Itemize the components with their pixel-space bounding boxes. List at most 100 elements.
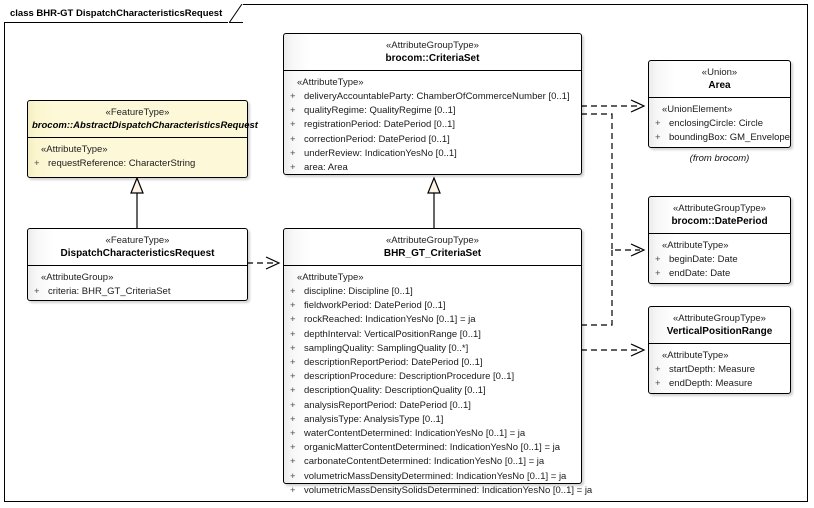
attribute-visibility: + bbox=[290, 484, 296, 496]
attribute-row: +descriptionQuality: DescriptionQuality … bbox=[290, 384, 577, 398]
attribute-visibility: + bbox=[290, 147, 296, 159]
attribute-signature: correctionPeriod: DatePeriod [0..1] bbox=[304, 133, 450, 145]
class-stereotype: «FeatureType» bbox=[105, 107, 170, 118]
class-box-abstract-dispatch-characteristics-request[interactable]: «FeatureType» brocom::AbstractDispatchCh… bbox=[27, 100, 258, 178]
attribute-signature: samplingQuality: SamplingQuality [0..*] bbox=[304, 342, 469, 354]
attribute-row: +volumetricMassDensitySolidsDetermined: … bbox=[290, 484, 592, 498]
attribute-list: + requestReference: CharacterString bbox=[34, 157, 243, 171]
attribute-row: +startDepth: Measure bbox=[655, 363, 786, 377]
attributes-compartment: «AttributeType» + deliveryAccountablePart… bbox=[284, 71, 581, 181]
attribute-row: +beginDate: Date bbox=[655, 253, 786, 267]
class-name: BHR_GT_CriteriaSet bbox=[383, 248, 482, 259]
class-stereotype: «FeatureType» bbox=[105, 235, 170, 246]
attribute-visibility: + bbox=[290, 328, 296, 340]
class-name: brocom::AbstractDispatchCharacteristicsR… bbox=[32, 120, 258, 131]
attribute-signature: deliveryAccountableParty: ChamberOfComme… bbox=[304, 91, 570, 102]
attribute-row: + criteria: BHR_GT_CriteriaSet bbox=[34, 285, 243, 299]
class-name: DispatchCharacteristicsRequest bbox=[60, 248, 215, 259]
attribute-row: +samplingQuality: SamplingQuality [0..*] bbox=[290, 342, 577, 356]
class-box-brocom-dateperiod[interactable]: «AttributeGroupType» brocom::DatePeriod … bbox=[648, 196, 791, 284]
attribute-visibility: + bbox=[290, 314, 296, 326]
diagram-title-tab-slant bbox=[229, 4, 243, 23]
attribute-row: +endDate: Date bbox=[655, 267, 786, 281]
class-box-area[interactable]: «Union» Area «UnionElement» +enclosingCi… bbox=[648, 60, 791, 148]
attribute-signature: endDate: Date bbox=[669, 268, 731, 280]
package-origin-note: (from brocom) bbox=[689, 153, 750, 164]
attribute-row: +boundingBox: GM_Envelope bbox=[655, 131, 790, 145]
attributes-compartment: «AttributeType» + discipline: Discipline … bbox=[284, 266, 592, 504]
attribute-signature: requestReference: CharacterString bbox=[48, 158, 196, 169]
attribute-visibility: + bbox=[655, 254, 661, 265]
attribute-visibility: + bbox=[290, 133, 296, 145]
class-name: VerticalPositionRange bbox=[666, 326, 773, 337]
attribute-visibility: + bbox=[290, 300, 296, 312]
attribute-row: +waterContentDetermined: IndicationYesNo… bbox=[290, 427, 577, 441]
class-header: «AttributeGroupType» brocom::DatePeriod bbox=[649, 197, 790, 234]
attribute-row: +registrationPeriod: DatePeriod [0..1] bbox=[290, 118, 577, 132]
class-stereotype: «AttributeGroupType» bbox=[386, 235, 479, 246]
class-box-bhr-gt-criteriaset[interactable]: «AttributeGroupType» BHR_GT_CriteriaSet … bbox=[283, 228, 592, 496]
attribute-row: + fieldworkPeriod: DatePeriod [0..1] bbox=[290, 299, 577, 313]
class-stereotype: «Union» bbox=[701, 67, 738, 78]
class-stereotype: «AttributeGroupType» bbox=[386, 40, 479, 51]
attribute-row: + analysisType: AnalysisType [0..1] bbox=[290, 413, 577, 427]
attribute-visibility: + bbox=[290, 413, 296, 425]
class-box-vertical-position-range[interactable]: «AttributeGroupType» VerticalPositionRan… bbox=[648, 306, 791, 394]
class-box-brocom-criteriaset[interactable]: «AttributeGroupType» brocom::CriteriaSet… bbox=[283, 33, 582, 175]
attribute-signature: analysisType: AnalysisType [0..1] bbox=[304, 413, 444, 425]
attribute-signature: descriptionProcedure: DescriptionProcedu… bbox=[304, 371, 515, 383]
attribute-visibility: + bbox=[290, 105, 296, 117]
class-header: «AttributeGroupType» brocom::CriteriaSet bbox=[284, 34, 581, 71]
attribute-row: +organicMatterContentDetermined: Indicat… bbox=[290, 441, 577, 455]
diagram-title: class BHR-GT DispatchCharacteristicsRequ… bbox=[4, 4, 229, 23]
class-header: «AttributeGroupType» VerticalPositionRan… bbox=[649, 307, 790, 344]
attribute-visibility: + bbox=[290, 470, 296, 482]
attribute-row: + requestReference: CharacterString bbox=[34, 157, 243, 171]
class-box-dispatch-characteristics-request[interactable]: «FeatureType» DispatchCharacteristicsReq… bbox=[27, 228, 248, 301]
attribute-row: + volumetricMassDensityDetermined: Indica… bbox=[290, 470, 577, 484]
attribute-signature: boundingBox: GM_Envelope bbox=[669, 132, 790, 144]
attribute-visibility: + bbox=[34, 286, 40, 297]
attribute-row: +area: Area bbox=[290, 161, 577, 175]
attribute-visibility: + bbox=[34, 158, 40, 169]
class-header: «FeatureType» DispatchCharacteristicsReq… bbox=[28, 229, 247, 266]
class-name: Area bbox=[708, 80, 731, 91]
attribute-signature: criteria: BHR_GT_CriteriaSet bbox=[48, 286, 171, 297]
attribute-signature: underReview: IndicationYesNo [0..1] bbox=[304, 147, 457, 159]
attribute-group-stereotype: «AttributeType» bbox=[41, 144, 108, 155]
attributes-compartment: «AttributeType» +beginDate: Date+endDate… bbox=[649, 234, 790, 287]
attribute-signature: endDepth: Measure bbox=[669, 378, 753, 390]
attribute-group-stereotype: «AttributeType» bbox=[662, 350, 729, 361]
class-stereotype: «AttributeGroupType» bbox=[673, 313, 766, 324]
attribute-signature: descriptionReportPeriod: DatePeriod [0..… bbox=[304, 357, 483, 369]
attribute-signature: descriptionQuality: DescriptionQuality [… bbox=[304, 385, 486, 397]
attribute-group-stereotype: «AttributeType» bbox=[662, 240, 729, 251]
attribute-list: + criteria: BHR_GT_CriteriaSet bbox=[34, 285, 243, 299]
attribute-group-stereotype: «AttributeType» bbox=[297, 272, 364, 283]
attribute-signature: qualityRegime: QualityRegime [0..1] bbox=[304, 105, 456, 117]
attribute-list: + discipline: Discipline [0..1] + fieldwork… bbox=[290, 285, 592, 498]
attribute-row: +endDepth: Measure bbox=[655, 377, 786, 391]
diagram-frame bbox=[4, 4, 808, 502]
attribute-visibility: + bbox=[290, 91, 296, 102]
attribute-signature: fieldworkPeriod: DatePeriod [0..1] bbox=[304, 300, 446, 312]
class-header: «AttributeGroupType» BHR_GT_CriteriaSet bbox=[284, 229, 581, 266]
attribute-group-stereotype: «AttributeType» bbox=[297, 77, 364, 88]
attribute-signature: organicMatterContentDetermined: Indicati… bbox=[304, 442, 561, 454]
attribute-signature: discipline: Discipline [0..1] bbox=[304, 286, 413, 297]
attribute-visibility: + bbox=[290, 119, 296, 131]
attribute-signature: waterContentDetermined: IndicationYesNo … bbox=[304, 428, 526, 440]
class-name: brocom::DatePeriod bbox=[671, 216, 768, 227]
attribute-row: + discipline: Discipline [0..1] bbox=[290, 285, 577, 299]
attribute-group-stereotype: «AttributeGroup» bbox=[41, 272, 114, 283]
attribute-signature: startDepth: Measure bbox=[669, 364, 756, 375]
attribute-signature: carbonateContentDetermined: IndicationYe… bbox=[304, 456, 545, 468]
attribute-visibility: + bbox=[290, 286, 296, 297]
diagram-title-tab: class BHR-GT DispatchCharacteristicsRequ… bbox=[4, 4, 243, 23]
attributes-compartment: «AttributeGroup» + criteria: BHR_GT_Crite… bbox=[28, 266, 247, 305]
attribute-signature: volumetricMassDensityDetermined: Indicat… bbox=[304, 470, 567, 482]
attributes-compartment: «UnionElement» +enclosingCircle: Circle+… bbox=[649, 98, 790, 151]
attribute-signature: area: Area bbox=[304, 162, 348, 174]
attribute-row: +descriptionReportPeriod: DatePeriod [0.… bbox=[290, 356, 577, 370]
